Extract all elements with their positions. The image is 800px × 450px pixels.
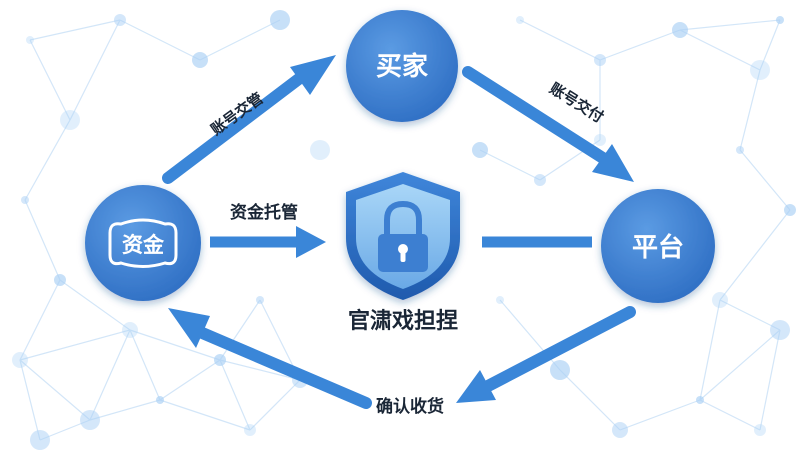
arrow-buyer-to-platform xyxy=(462,66,634,182)
network-line xyxy=(219,359,251,431)
network-line xyxy=(29,19,121,41)
network-dot xyxy=(114,14,126,26)
node-buyer-label: 买家 xyxy=(376,51,428,82)
network-dot xyxy=(754,424,766,436)
network-line xyxy=(599,29,681,61)
network-line xyxy=(619,399,701,431)
node-buyer xyxy=(346,10,458,122)
network-dot xyxy=(712,292,728,308)
network-dot xyxy=(256,296,264,304)
network-line xyxy=(739,69,761,151)
node-funds xyxy=(85,185,201,301)
network-dot xyxy=(594,134,606,146)
network-line xyxy=(59,279,131,331)
network-line xyxy=(89,399,161,421)
network-line xyxy=(759,329,781,431)
network-dot xyxy=(784,204,796,216)
network-dot xyxy=(516,16,524,24)
network-dot xyxy=(750,60,770,80)
network-dot xyxy=(192,52,208,68)
network-line xyxy=(19,359,41,441)
network-line xyxy=(479,149,541,181)
edge-label-account-delivery: 账号交付 xyxy=(546,79,606,126)
network-dot xyxy=(214,354,226,366)
network-dot xyxy=(26,36,34,44)
network-line xyxy=(19,329,131,361)
network-dot xyxy=(122,322,138,338)
network-line xyxy=(699,399,761,431)
network-line xyxy=(719,209,791,301)
network-dot xyxy=(156,396,164,404)
network-line xyxy=(699,299,721,401)
network-line xyxy=(249,379,301,431)
arrow-funds-to-shield xyxy=(210,226,326,258)
network-line xyxy=(24,199,61,281)
network-line xyxy=(679,29,761,71)
network-dot xyxy=(696,396,704,404)
network-dot xyxy=(12,352,28,368)
network-line xyxy=(199,19,281,61)
network-dot xyxy=(612,422,628,438)
network-dot xyxy=(594,54,606,66)
network-line xyxy=(19,359,91,421)
network-line xyxy=(159,399,251,431)
network-line xyxy=(29,39,71,121)
network-dot xyxy=(244,424,256,436)
network-dot xyxy=(550,360,570,380)
network-line xyxy=(219,299,261,361)
node-platform xyxy=(601,189,715,303)
network-dot xyxy=(80,410,100,430)
guarantee-label: 官㴋戏担捏 xyxy=(348,308,458,334)
network-line xyxy=(129,329,221,361)
network-line xyxy=(699,329,781,401)
network-line xyxy=(559,369,621,431)
network-line xyxy=(24,119,71,201)
network-dot xyxy=(270,10,290,30)
network-dot xyxy=(30,430,50,450)
network-dot xyxy=(672,22,688,38)
network-line xyxy=(219,359,301,381)
network-line xyxy=(759,19,781,71)
network-dot xyxy=(736,146,744,154)
network-line xyxy=(159,359,221,401)
edge-label-confirm-receipt: 确认收货 xyxy=(376,396,444,417)
edge-label-fund-custody: 资金托管 xyxy=(230,202,298,223)
network-line xyxy=(719,299,781,331)
shield-lock-icon xyxy=(346,172,460,300)
network-dot xyxy=(472,142,488,158)
network-line xyxy=(739,149,791,211)
network-dot xyxy=(21,196,29,204)
network-line xyxy=(119,19,201,61)
network-line xyxy=(89,329,131,421)
network-line xyxy=(679,19,781,31)
funds-badge-icon xyxy=(108,218,178,268)
network-dot xyxy=(60,110,80,130)
network-line xyxy=(19,279,61,361)
network-dot xyxy=(770,320,790,340)
network-dot xyxy=(776,16,784,24)
network-line xyxy=(519,19,601,61)
arrow-funds-to-buyer xyxy=(162,55,336,184)
node-platform-label: 平台 xyxy=(632,232,684,263)
network-line xyxy=(129,329,161,401)
network-dot xyxy=(54,274,66,286)
network-line xyxy=(69,19,121,121)
node-funds-label: 资金 xyxy=(122,233,165,257)
network-dot xyxy=(310,140,330,160)
network-dot xyxy=(534,174,546,186)
arrow-platform-to-confirm xyxy=(456,306,636,403)
network-dot xyxy=(496,296,504,304)
arrow-confirm-to-funds xyxy=(168,308,372,409)
